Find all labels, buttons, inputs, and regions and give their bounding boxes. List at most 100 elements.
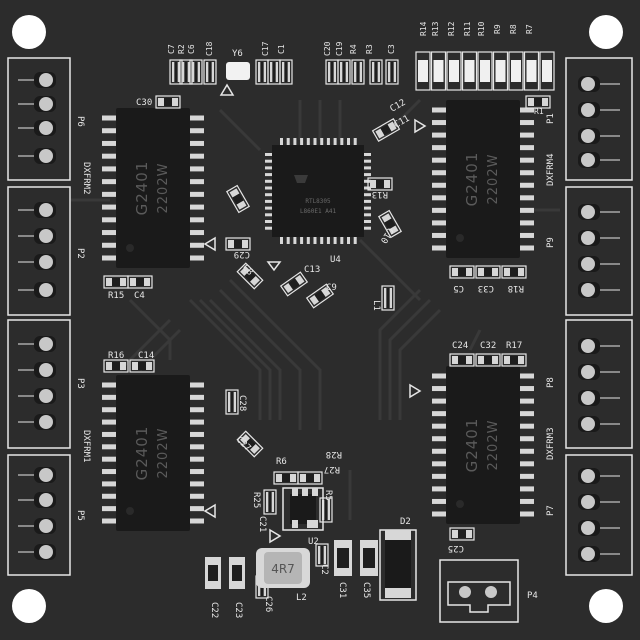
smd-body xyxy=(284,62,288,82)
smd-part xyxy=(203,59,217,85)
resistor-body xyxy=(495,60,506,82)
label-u4: U4 xyxy=(330,255,341,265)
smd-body xyxy=(194,62,198,82)
chip-pin xyxy=(518,182,534,188)
mcu-pin xyxy=(364,159,371,163)
label-r16: R16 xyxy=(108,351,124,361)
smd-body xyxy=(112,362,120,370)
smd-pad xyxy=(106,278,112,286)
header-p7-outline xyxy=(565,454,633,576)
header-pin xyxy=(581,205,595,219)
chip-pin xyxy=(188,456,204,462)
smd-pad xyxy=(290,474,296,482)
smd-body xyxy=(272,62,276,82)
smd-pad xyxy=(492,356,498,364)
chip-pin xyxy=(102,382,118,388)
chip-mark-line2: 2202W xyxy=(156,428,171,479)
smd-body xyxy=(244,438,256,450)
header-pin xyxy=(581,521,595,535)
label-d2: D2 xyxy=(400,517,411,527)
mcu-pin xyxy=(347,138,350,145)
chip-pin xyxy=(188,140,204,146)
mcu-pin xyxy=(265,179,272,183)
smd-pad xyxy=(130,278,136,286)
smd-part xyxy=(225,389,239,415)
header-pin xyxy=(39,255,53,269)
smd-pad xyxy=(106,362,112,370)
chip-body xyxy=(116,375,190,531)
mcu-pin xyxy=(340,138,344,145)
smd-part xyxy=(501,353,527,367)
smd-pad xyxy=(158,98,164,106)
chip-pin xyxy=(188,481,204,487)
smd-pad xyxy=(388,225,399,235)
mcu-pin xyxy=(265,213,272,217)
chip-pin xyxy=(518,423,534,429)
label-c31: C31 xyxy=(337,582,347,598)
header-p8-outline xyxy=(565,319,633,449)
mcu-pin xyxy=(265,159,272,163)
header-pin xyxy=(581,417,595,431)
resistor-body xyxy=(480,60,490,82)
smd-body xyxy=(510,356,518,364)
mcu-pin xyxy=(364,220,371,223)
chip-pin xyxy=(188,469,204,475)
header-p1-outline xyxy=(565,57,633,181)
smd-outline xyxy=(377,209,403,239)
smd-outline xyxy=(129,359,155,373)
label-r13-top: R13 xyxy=(431,21,440,36)
chip-pin xyxy=(518,473,534,479)
mcu-pin xyxy=(364,206,371,210)
smd-pad xyxy=(452,530,458,538)
resistor-body xyxy=(433,60,444,82)
smd-pad xyxy=(275,62,278,82)
label-c17: C17 xyxy=(261,41,270,56)
smd-body xyxy=(330,62,334,82)
smd-pad xyxy=(466,530,472,538)
mcu-pin xyxy=(265,173,272,177)
smd-body xyxy=(136,278,144,286)
smd-part xyxy=(371,117,401,143)
smd-part xyxy=(449,527,475,541)
smd-outline xyxy=(381,285,395,311)
chip-dot xyxy=(126,244,134,252)
chip-pin xyxy=(102,115,118,121)
smd-pad xyxy=(377,62,380,82)
chip-pin xyxy=(518,386,534,392)
mcu-pin xyxy=(286,138,290,145)
mcu-pin xyxy=(280,237,283,244)
label-c6: C6 xyxy=(187,44,196,54)
chip-pin xyxy=(518,373,534,379)
chip-pin xyxy=(432,411,448,417)
label-c18: C18 xyxy=(205,41,214,56)
smd-body xyxy=(164,98,172,106)
mcu-pin xyxy=(293,237,297,244)
chip-pin xyxy=(432,423,448,429)
chip-pin xyxy=(518,498,534,504)
chip-pin xyxy=(432,195,448,201)
label-p4: P4 xyxy=(527,591,538,601)
smd-body xyxy=(234,240,242,248)
label-dxfrm4: DXFRM4 xyxy=(546,153,556,186)
smd-body xyxy=(484,268,492,276)
mounting-hole-bottom-left xyxy=(12,589,46,623)
smd-pad xyxy=(228,392,231,412)
chip-pin xyxy=(102,407,118,413)
mcu-logo xyxy=(294,175,308,183)
smd-part xyxy=(225,237,251,251)
resistor-outline xyxy=(430,51,447,91)
chip-pin xyxy=(188,230,204,236)
chip-pin xyxy=(518,107,534,113)
chip-pin xyxy=(432,448,448,454)
smd-body xyxy=(306,474,314,482)
chip-body xyxy=(446,366,520,524)
smd-outline xyxy=(367,177,393,191)
chip-pin xyxy=(102,179,118,185)
chip-pin xyxy=(188,128,204,134)
header-pin xyxy=(39,337,53,351)
header-pin xyxy=(39,203,53,217)
header-pin xyxy=(581,547,595,561)
resistor-body xyxy=(464,60,475,82)
smd-part xyxy=(475,353,501,367)
